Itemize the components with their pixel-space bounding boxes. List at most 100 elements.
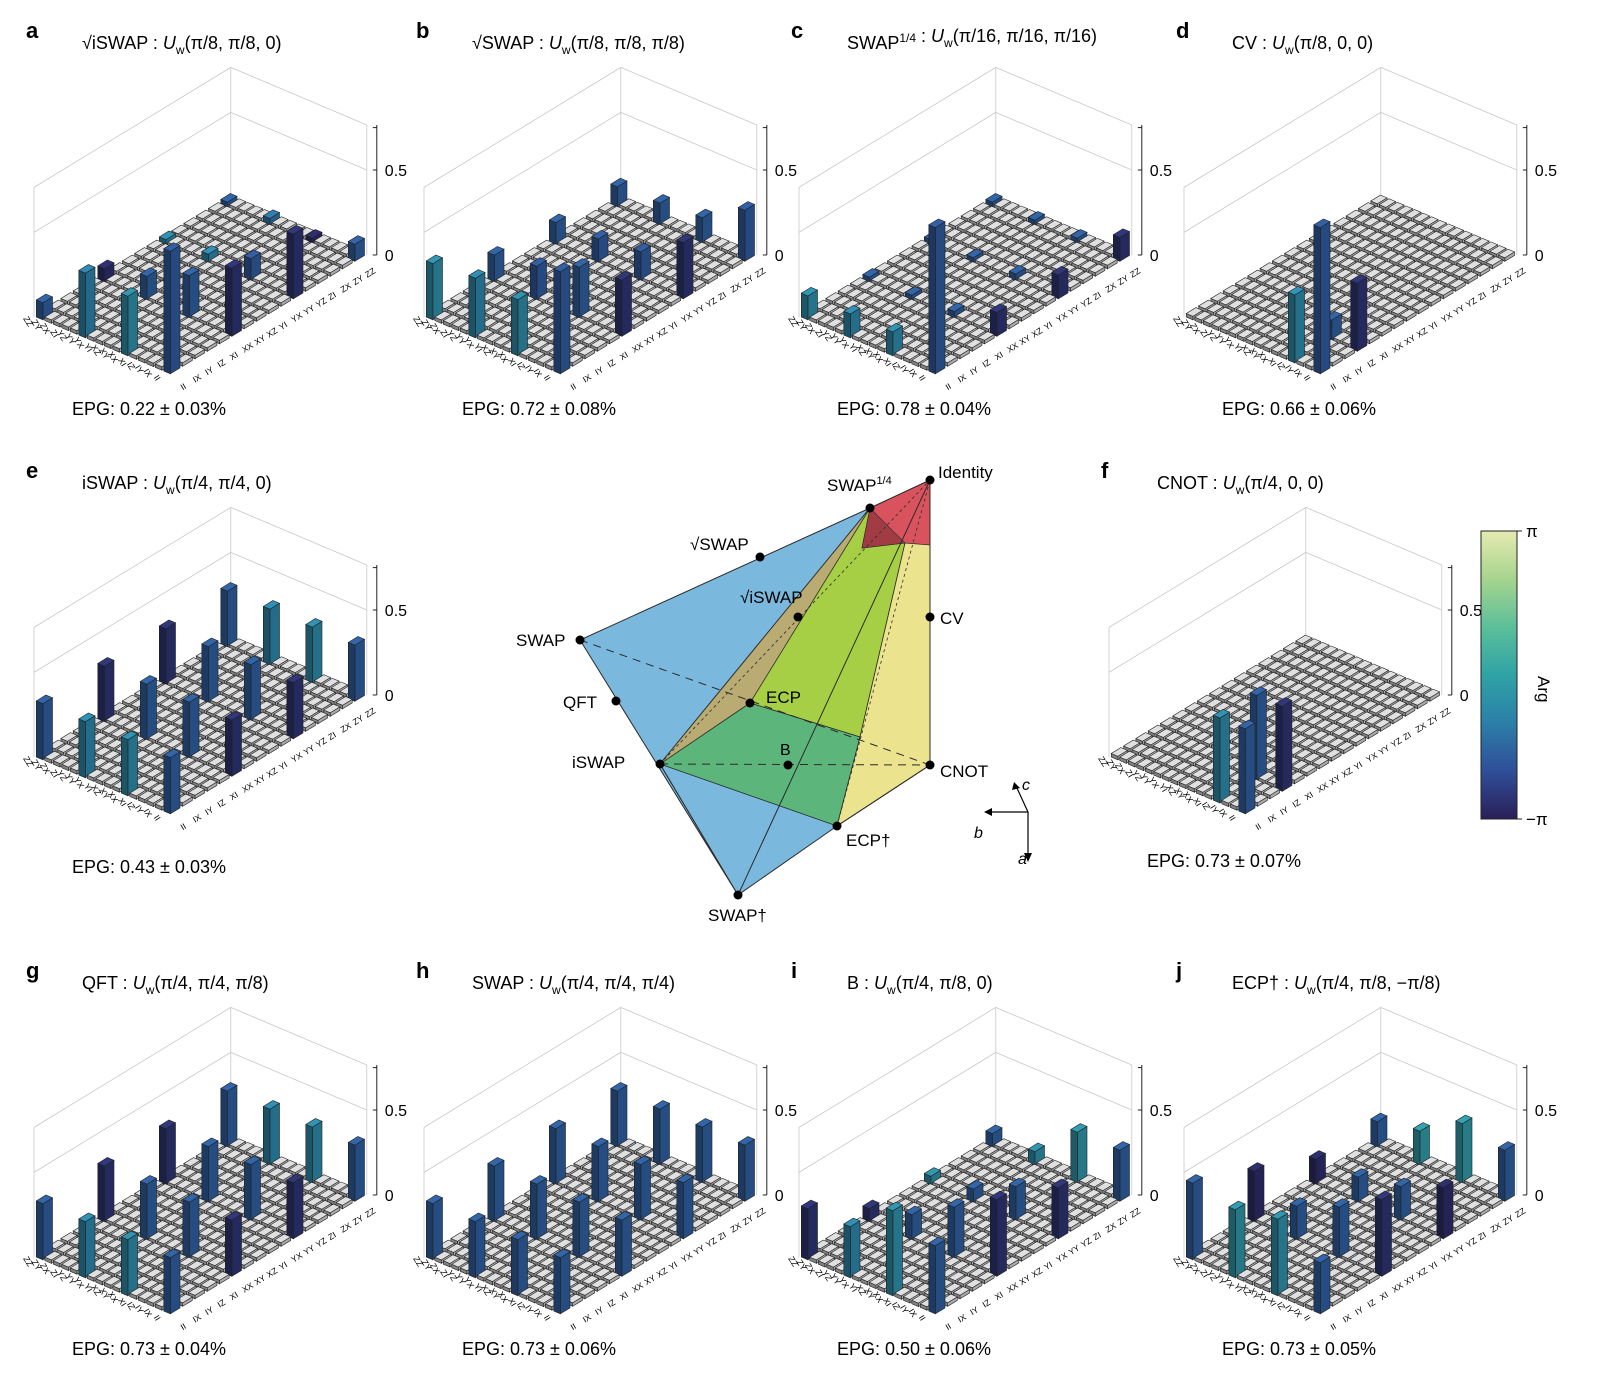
panel-d-xtick-7: XZ: [1415, 325, 1429, 339]
bar-XX-YY: [139, 1175, 158, 1241]
bar-YY-YY: [591, 1137, 609, 1204]
panel-b-xtick-0: II: [569, 381, 578, 392]
panel-g-xtick-9: YX: [289, 1250, 304, 1265]
panel-e-xtick-4: XI: [228, 789, 240, 802]
panel-e-ztick-0: 0: [385, 688, 394, 705]
panel-f-xtick-10: YY: [1377, 742, 1392, 757]
panel-f-title: CNOT : Uw(π/4, 0, 0): [1157, 473, 1324, 497]
bar-II-ZZ: [425, 254, 444, 321]
panel-i-xtick-9: YX: [1054, 1250, 1069, 1265]
panel-a-xtick-6: XY: [252, 332, 267, 347]
bar-XX-XX: [947, 1198, 965, 1259]
panel-g-xtick-13: ZX: [338, 1220, 353, 1234]
panel-a-ytick-3: IZ: [125, 360, 137, 372]
panel-g-xtick-7: XZ: [265, 1265, 279, 1279]
panel-f-xtick-13: ZX: [1413, 720, 1428, 734]
panel-i-xtick-12: ZI: [1091, 1230, 1103, 1242]
panel-h-xtick-13: ZX: [728, 1220, 743, 1234]
panel-c-ztick-0: 0: [1150, 248, 1159, 265]
panel-e-xtick-2: IY: [203, 804, 215, 817]
panel-e-xtick-12: ZI: [326, 730, 338, 742]
point-ecpdag: [832, 821, 842, 831]
colorbar: π −π Arg: [1480, 522, 1553, 829]
label-ecpdag: ECP†: [846, 831, 890, 850]
label-swapdag: SWAP†: [708, 906, 767, 925]
panel-i-xtick-5: XX: [1005, 1280, 1020, 1295]
label-swap: SWAP: [516, 631, 565, 650]
panel-e-xtick-15: ZZ: [363, 706, 377, 720]
bar-XX-ZZ: [97, 1157, 115, 1223]
panel-a-xtick-2: IY: [203, 364, 215, 377]
bar-ZZ-ZZ: [610, 177, 628, 208]
bar-XX-II: [224, 1211, 243, 1277]
point-qft: [611, 696, 621, 706]
panel-e-xtick-7: XZ: [265, 765, 279, 779]
bar-II-ZZ: [800, 1199, 819, 1261]
bar-II-IZ: [1287, 285, 1306, 364]
panel-i-xtick-14: ZY: [1116, 1213, 1131, 1227]
panel-h-xtick-15: ZZ: [753, 1206, 767, 1220]
panel-f-xtick-14: ZY: [1426, 713, 1441, 727]
bar-YY-II: [1051, 1178, 1069, 1240]
cell-II-IY: [146, 354, 164, 368]
panel-h-xtick-0: II: [569, 1321, 578, 1332]
panel-h-bars: [425, 1082, 756, 1315]
panel-i-xtick-7: XZ: [1030, 1265, 1044, 1279]
panel-b-title: √SWAP : Uw(π/8, π/8, π/8): [472, 33, 685, 57]
panel-b-xtick-3: IZ: [605, 357, 617, 369]
bar-II-ZZ: [35, 1194, 54, 1261]
panel-b-xtick-4: XI: [618, 349, 630, 362]
bar-YY-XX: [1393, 1177, 1412, 1222]
panel-d-xtick-13: ZX: [1488, 280, 1503, 294]
panel-g-xtick-0: II: [179, 1321, 188, 1332]
point-swap14: [865, 503, 875, 513]
bar-YY-YY: [201, 245, 219, 264]
point-swapdag: [733, 890, 743, 900]
panel-h-xtick-1: IX: [581, 1312, 593, 1325]
bar-XX-XX: [182, 1193, 200, 1259]
panel-e-title: iSWAP : Uw(π/4, π/4, 0): [82, 473, 272, 497]
cell-IZ-II: [200, 338, 218, 352]
panel-c-letter: c: [791, 18, 803, 43]
cell-ZY-II: [335, 256, 353, 270]
panel-h-ytick-0: II: [542, 1313, 553, 1322]
bar-II-YY: [78, 1212, 96, 1279]
panel-j-ztick-0: 0: [1535, 1188, 1544, 1205]
panel-f-xtick-15: ZZ: [1438, 706, 1452, 720]
panel-i-letter: i: [791, 958, 797, 983]
panel-j-xtick-15: ZZ: [1513, 1206, 1527, 1220]
panel-c-xtick-10: YY: [1067, 302, 1082, 317]
bar-ZZ-XX: [305, 1118, 323, 1184]
bar-II-II: [928, 1236, 946, 1315]
bar-II-XX: [885, 1201, 904, 1297]
panel-e-xtick-8: YI: [277, 759, 289, 772]
cell-ZY-YZ: [241, 216, 260, 230]
bar-II-II: [553, 262, 571, 375]
bar-YY-ZZ: [548, 1119, 567, 1186]
axis-gizmo: a b c: [974, 777, 1032, 868]
panel-j-xtick-13: ZX: [1488, 1220, 1503, 1234]
panel-f-xtick-5: XX: [1315, 780, 1330, 795]
panel-a-title: √iSWAP : Uw(π/8, π/8, 0): [82, 33, 281, 57]
panel-c-xtick-4: XI: [993, 349, 1005, 362]
panel-e-bars: [35, 582, 366, 815]
panel-e-xtick-3: IZ: [215, 797, 227, 809]
panel-b-xtick-1: IX: [581, 372, 593, 385]
bar-ZZ-YY: [1412, 1122, 1431, 1166]
panel-a-ztick-0: 0: [385, 248, 394, 265]
panel-b-xtick-5: XX: [630, 340, 645, 355]
bar-ZZ-XX: [695, 208, 713, 244]
point-swap: [575, 635, 585, 645]
panel-g-ztick-1: 0.5: [385, 1103, 407, 1120]
panel-j-xtick-9: YX: [1439, 1250, 1454, 1265]
panel-a-ytick-12: ZI: [48, 328, 60, 340]
panel-d-xtick-6: XY: [1402, 332, 1417, 347]
panel-j-xtick-14: ZY: [1501, 1213, 1516, 1227]
panel-d-ztick-1: 0.5: [1535, 163, 1557, 180]
bar-II-ZZ: [1185, 1174, 1204, 1261]
cell-XI-II: [212, 331, 230, 345]
panel-c-xtick-7: XZ: [1030, 325, 1044, 339]
bar-XX-II: [224, 711, 243, 777]
